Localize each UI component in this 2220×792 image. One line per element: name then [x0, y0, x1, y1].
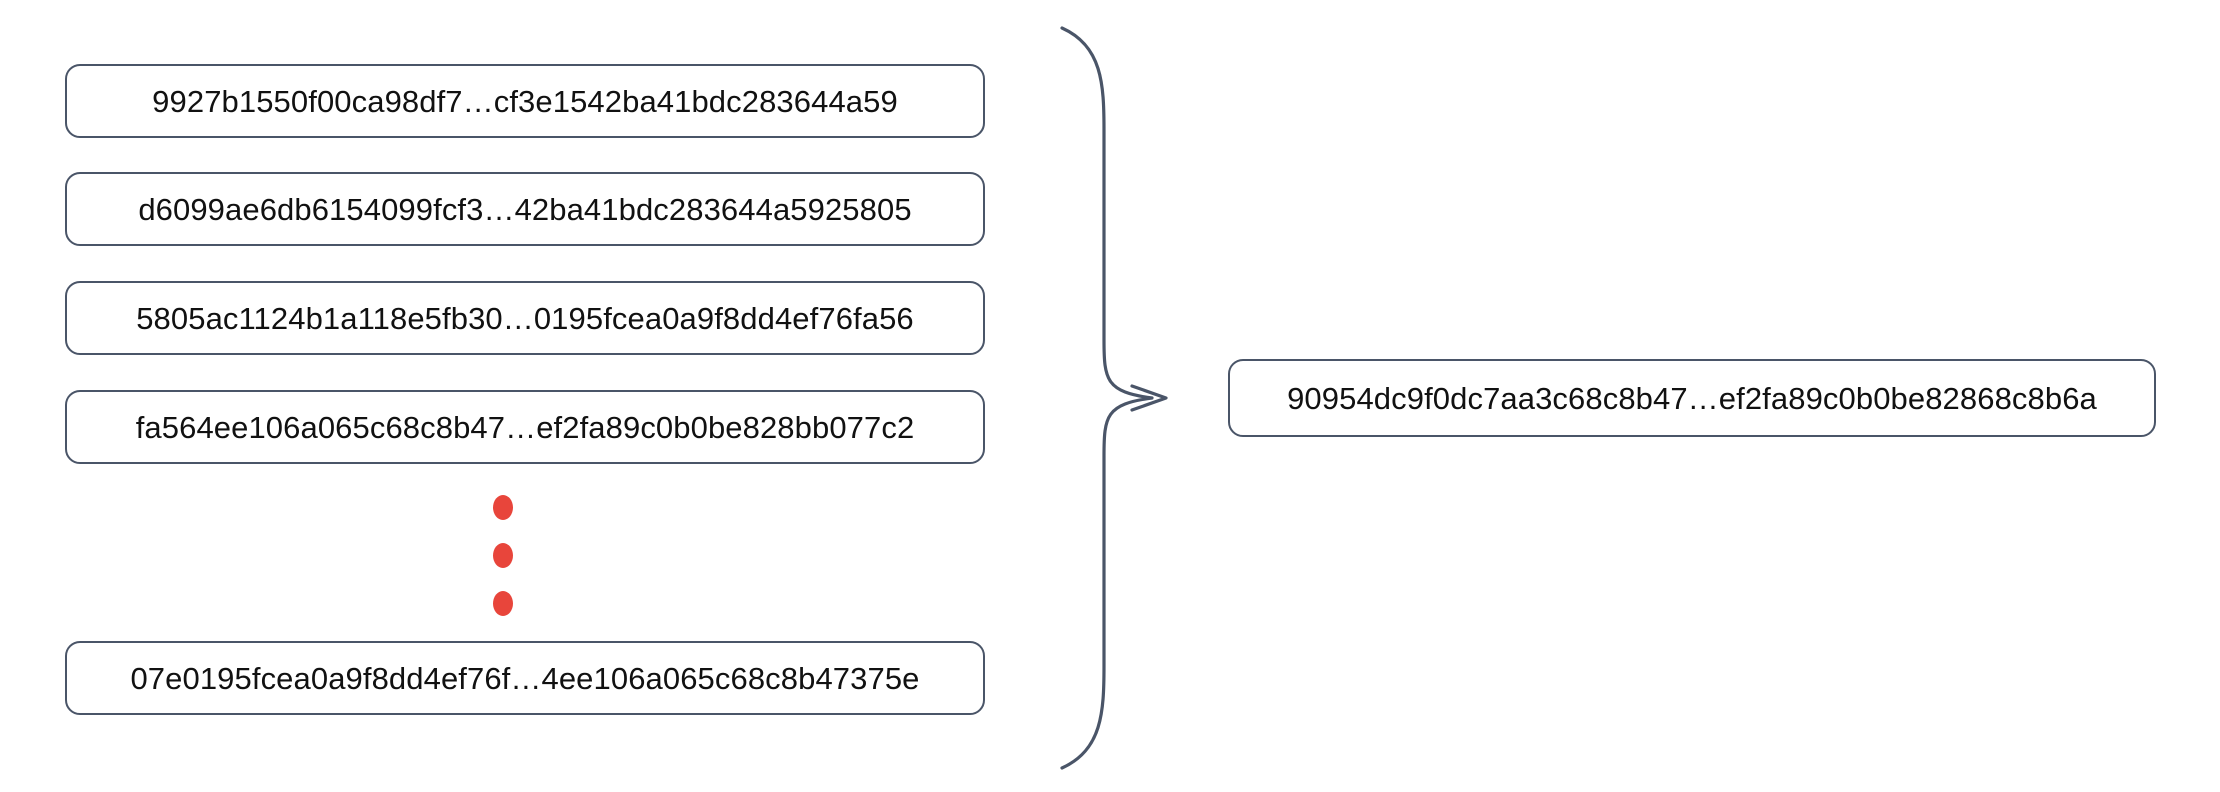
input-hash-box-2[interactable]: d6099ae6db6154099fcf3…42ba41bdc283644a59… [65, 172, 985, 246]
input-hash-text-1: 9927b1550f00ca98df7…cf3e1542ba41bdc28364… [152, 83, 898, 119]
input-hash-box-4[interactable]: fa564ee106a065c68c8b47…ef2fa89c0b0be828b… [65, 390, 985, 464]
ellipsis-dot-3 [493, 591, 513, 616]
ellipsis-dot-2 [493, 543, 513, 568]
vertical-ellipsis-dots-icon [493, 495, 529, 625]
input-hash-text-3: 5805ac1124b1a118e5fb30…0195fcea0a9f8dd4e… [136, 300, 914, 336]
output-hash-box[interactable]: 90954dc9f0dc7aa3c68c8b47…ef2fa89c0b0be82… [1228, 359, 2156, 437]
input-hash-box-3[interactable]: 5805ac1124b1a118e5fb30…0195fcea0a9f8dd4e… [65, 281, 985, 355]
curly-brace-icon [1060, 26, 1168, 770]
output-hash-text: 90954dc9f0dc7aa3c68c8b47…ef2fa89c0b0be82… [1287, 380, 2097, 416]
input-hash-text-last: 07e0195fcea0a9f8dd4ef76f…4ee106a065c68c8… [130, 660, 920, 696]
ellipsis-dot-1 [493, 495, 513, 520]
input-hash-text-4: fa564ee106a065c68c8b47…ef2fa89c0b0be828b… [135, 409, 915, 445]
input-hash-box-1[interactable]: 9927b1550f00ca98df7…cf3e1542ba41bdc28364… [65, 64, 985, 138]
input-hash-text-2: d6099ae6db6154099fcf3…42ba41bdc283644a59… [138, 191, 912, 227]
input-hash-box-last[interactable]: 07e0195fcea0a9f8dd4ef76f…4ee106a065c68c8… [65, 641, 985, 715]
